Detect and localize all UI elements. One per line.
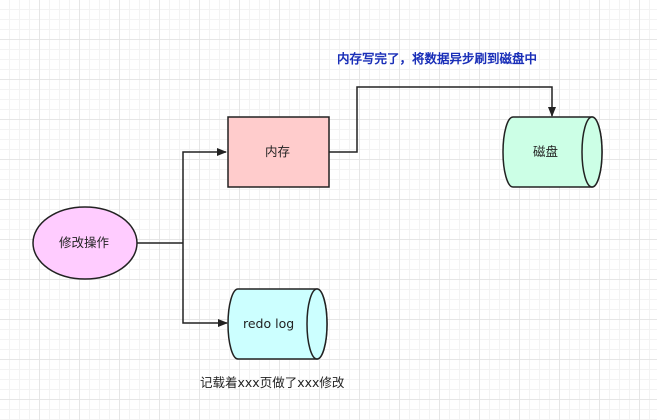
memory-label: 内存 (265, 144, 291, 159)
redo-log-caption: 记载着xxx页做了xxx修改 (200, 375, 345, 390)
modify-operation-node (32, 206, 138, 280)
async-flush-annotation-text: 内存写完了，将数据异步刷到磁盘中 (337, 51, 538, 66)
arrow-modify-to-memory (182, 148, 227, 243)
memory-node (227, 116, 330, 188)
disk-label: 磁盘 (533, 144, 559, 159)
async-flush-annotation: 内存写完了，将数据异步刷到磁盘中 (0, 51, 657, 66)
redo-log-label: redo log (243, 316, 295, 331)
arrow-modify-to-redo-log (182, 243, 228, 327)
modify-operation-label: 修改操作 (59, 235, 110, 250)
disk-node (502, 116, 603, 188)
redo-log-node (227, 288, 328, 360)
arrow-memory-to-disk (329, 86, 556, 153)
